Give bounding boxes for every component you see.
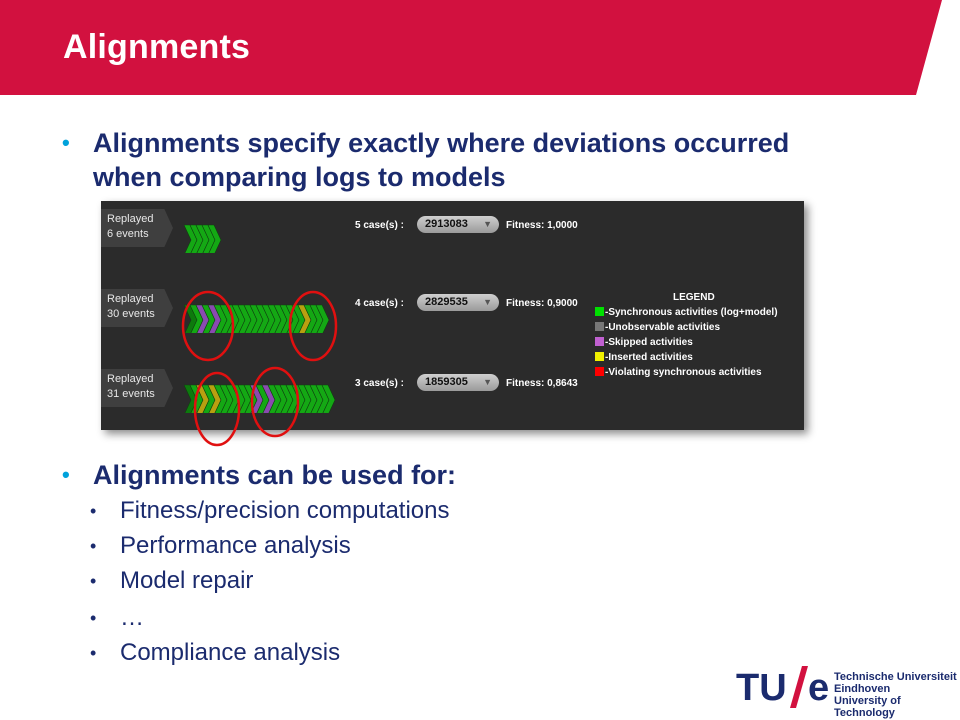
legend-swatch xyxy=(595,367,604,376)
cases-label: 5 case(s) : xyxy=(355,220,404,231)
legend-item: -Violating synchronous activities xyxy=(595,367,762,378)
events-label: 30 events xyxy=(107,308,155,320)
alignment-trace xyxy=(184,384,336,413)
alignment-trace xyxy=(184,224,222,253)
fitness-label: Fitness: 0,9000 xyxy=(506,298,578,309)
bullet-dot-icon: • xyxy=(90,501,97,521)
case-dropdown[interactable]: 2913083 ▼ xyxy=(417,216,499,233)
slide-title: Alignments xyxy=(63,28,251,66)
cases-label: 4 case(s) : xyxy=(355,298,404,309)
svg-text:TU: TU xyxy=(736,667,787,709)
replayed-label: Replayed xyxy=(107,293,154,305)
case-id: 2913083 xyxy=(425,218,468,230)
events-label: 31 events xyxy=(107,388,155,400)
bullet-dot-icon: • xyxy=(90,536,97,556)
replayed-tag: Replayed 6 events xyxy=(101,209,173,247)
replayed-tag: Replayed 31 events xyxy=(101,369,173,407)
alignment-trace xyxy=(184,304,330,333)
bullet-dot-icon: • xyxy=(62,130,70,155)
alignment-row: Replayed 6 events 5 case(s) : 2913083 ▼ … xyxy=(101,201,804,261)
fitness-label: Fitness: 0,8643 xyxy=(506,378,578,389)
replayed-label: Replayed xyxy=(107,213,154,225)
bullet-2-text: Alignments can be used for: xyxy=(93,460,457,490)
legend-item: -Unobservable activities xyxy=(595,322,720,333)
title-bar: Alignments xyxy=(0,0,960,95)
bullet-1-text: Alignments specify exactly where deviati… xyxy=(93,128,790,192)
title-bar-shape xyxy=(0,0,942,95)
legend-item: -Inserted activities xyxy=(595,352,693,363)
tue-logo: TU e xyxy=(736,666,829,709)
bullet-dot-icon: • xyxy=(90,643,97,663)
legend-swatch xyxy=(595,352,604,361)
replayed-label: Replayed xyxy=(107,373,154,385)
bullet-dot-icon: • xyxy=(90,571,97,591)
trace-chevron xyxy=(321,384,336,413)
case-dropdown[interactable]: 2829535 ▼ xyxy=(417,294,499,311)
legend-item: -Synchronous activities (log+model) xyxy=(595,307,778,318)
legend-title: LEGEND xyxy=(673,292,715,303)
alignment-screenshot: Replayed 6 events 5 case(s) : 2913083 ▼ … xyxy=(101,201,804,430)
case-id: 1859305 xyxy=(425,376,468,388)
replayed-tag: Replayed 30 events xyxy=(101,289,173,327)
triangle-down-icon: ▼ xyxy=(483,377,492,387)
case-dropdown[interactable]: 1859305 ▼ xyxy=(417,374,499,391)
legend-swatch xyxy=(595,337,604,346)
triangle-down-icon: ▼ xyxy=(483,219,492,229)
triangle-down-icon: ▼ xyxy=(483,297,492,307)
case-id: 2829535 xyxy=(425,296,468,308)
legend-swatch xyxy=(595,307,604,316)
bullet-dot-icon: • xyxy=(90,608,97,628)
legend-swatch xyxy=(595,322,604,331)
cases-label: 3 case(s) : xyxy=(355,378,404,389)
svg-text:e: e xyxy=(808,667,829,709)
trace-chevron xyxy=(207,224,222,253)
events-label: 6 events xyxy=(107,228,149,240)
legend-item: -Skipped activities xyxy=(595,337,693,348)
bullet-dot-icon: • xyxy=(62,462,70,487)
fitness-label: Fitness: 1,0000 xyxy=(506,220,578,231)
university-name: Technische Universiteit Eindhoven Univer… xyxy=(834,671,957,719)
